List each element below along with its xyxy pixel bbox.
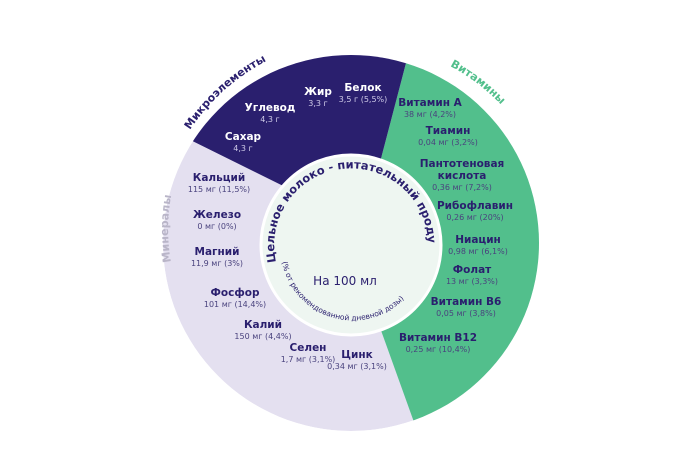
svg-text:0,26 мг (20%): 0,26 мг (20%): [446, 213, 503, 222]
svg-text:кислота: кислота: [438, 170, 487, 182]
svg-text:Фосфор: Фосфор: [211, 287, 260, 299]
svg-text:Калий: Калий: [244, 319, 282, 331]
svg-text:Железо: Железо: [193, 209, 241, 221]
svg-text:Ниацин: Ниацин: [455, 234, 501, 246]
svg-text:3,5 г (5,5%): 3,5 г (5,5%): [339, 95, 388, 104]
svg-text:Пантотеновая: Пантотеновая: [420, 158, 505, 170]
vitamin-item: Витамин B60,05 мг (3,8%): [431, 296, 502, 318]
svg-text:101 мг (14,4%): 101 мг (14,4%): [204, 300, 266, 309]
vitamin-item: Витамин A38 мг (4,2%): [398, 97, 462, 119]
group-label-minerals: Минералы: [158, 194, 174, 264]
svg-text:Сахар: Сахар: [225, 131, 262, 143]
svg-text:Витамин B6: Витамин B6: [431, 296, 502, 308]
svg-text:Фолат: Фолат: [453, 264, 492, 276]
svg-text:0 мг (0%): 0 мг (0%): [197, 222, 236, 231]
center-circle: [259, 153, 443, 337]
svg-text:Жир: Жир: [304, 86, 332, 98]
svg-text:38 мг (4,2%): 38 мг (4,2%): [404, 110, 456, 119]
svg-text:11,9 мг (3%): 11,9 мг (3%): [191, 259, 243, 268]
svg-text:0,36 мг (7,2%): 0,36 мг (7,2%): [432, 183, 492, 192]
svg-text:150 мг (4,4%): 150 мг (4,4%): [234, 332, 291, 341]
svg-text:Магний: Магний: [195, 246, 240, 258]
svg-text:Тиамин: Тиамин: [426, 125, 471, 137]
svg-text:0,25 мг (10,4%): 0,25 мг (10,4%): [406, 345, 471, 354]
svg-text:Углевод: Углевод: [245, 102, 296, 114]
svg-text:Белок: Белок: [344, 82, 381, 94]
center-per: На 100 мл: [313, 274, 377, 288]
svg-text:0,04 мг (3,2%): 0,04 мг (3,2%): [418, 138, 478, 147]
svg-text:Кальций: Кальций: [193, 172, 246, 184]
svg-text:0,05 мг (3,8%): 0,05 мг (3,8%): [436, 309, 496, 318]
svg-text:0,98 мг (6,1%): 0,98 мг (6,1%): [448, 247, 508, 256]
svg-text:Селен: Селен: [290, 342, 327, 354]
svg-text:Цинк: Цинк: [341, 349, 372, 361]
svg-text:115 мг (11,5%): 115 мг (11,5%): [188, 185, 250, 194]
svg-text:Витамин A: Витамин A: [398, 97, 462, 109]
svg-text:1,7 мг (3,1%): 1,7 мг (3,1%): [281, 355, 336, 364]
svg-text:0,34 мг (3,1%): 0,34 мг (3,1%): [327, 362, 387, 371]
svg-text:13 мг (3,3%): 13 мг (3,3%): [446, 277, 498, 286]
svg-text:Витамин B12: Витамин B12: [399, 332, 477, 344]
svg-text:3,3 г: 3,3 г: [308, 99, 327, 108]
svg-text:4,3 г: 4,3 г: [233, 144, 252, 153]
svg-text:Рибофлавин: Рибофлавин: [437, 200, 513, 212]
svg-text:4,3 г: 4,3 г: [260, 115, 279, 124]
